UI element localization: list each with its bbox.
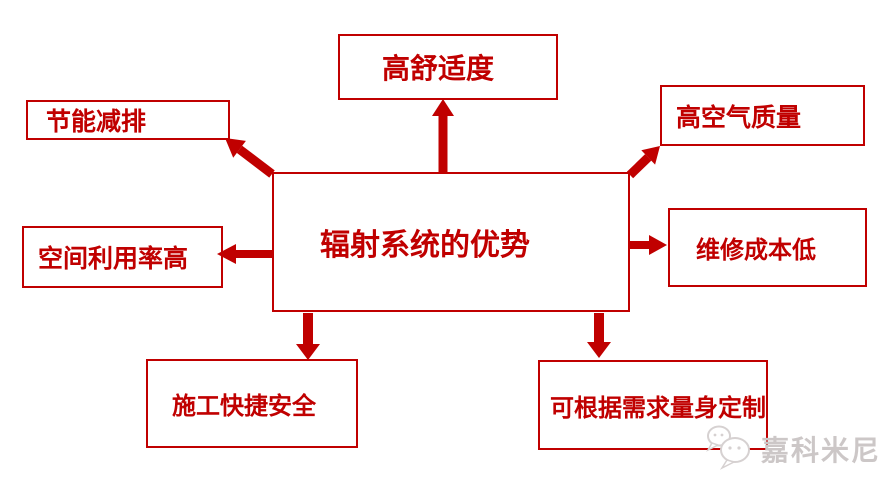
node-label: 空间利用率高: [38, 244, 189, 273]
node-label: 维修成本低: [696, 236, 816, 264]
center-node-radiant-system-advantages: 辐射系统的优势: [272, 172, 630, 312]
arrow-center-to-bottom-left: [296, 313, 320, 360]
arrow-center-to-bottom-right: [587, 313, 611, 358]
arrow-center-to-top-left: [225, 138, 275, 178]
chat-bubbles-icon: [704, 424, 756, 474]
node-label: 高舒适度: [382, 52, 495, 85]
node-label: 施工快捷安全: [172, 392, 316, 420]
node-high-comfort: 高舒适度: [338, 34, 558, 100]
node-label: 节能减排: [46, 107, 147, 136]
center-node-label: 辐射系统的优势: [320, 228, 530, 263]
node-label: 可根据需求量身定制: [550, 393, 766, 422]
arrow-center-to-top: [432, 99, 454, 172]
node-high-air-quality: 高空气质量: [660, 85, 865, 146]
node-label: 高空气质量: [676, 102, 802, 132]
watermark-label: 嘉科米尼: [761, 434, 882, 467]
node-space-utilization: 空间利用率高: [22, 226, 223, 288]
arrow-center-to-top-right: [626, 146, 660, 179]
node-tailor-made: 可根据需求量身定制: [538, 360, 768, 450]
node-low-maintenance-cost: 维修成本低: [668, 208, 867, 287]
watermark: 嘉科米尼: [704, 424, 881, 474]
arrow-center-to-right: [630, 235, 667, 255]
node-fast-safe-construction: 施工快捷安全: [146, 359, 358, 448]
node-energy-saving: 节能减排: [26, 100, 230, 140]
arrow-center-to-left: [217, 244, 272, 264]
